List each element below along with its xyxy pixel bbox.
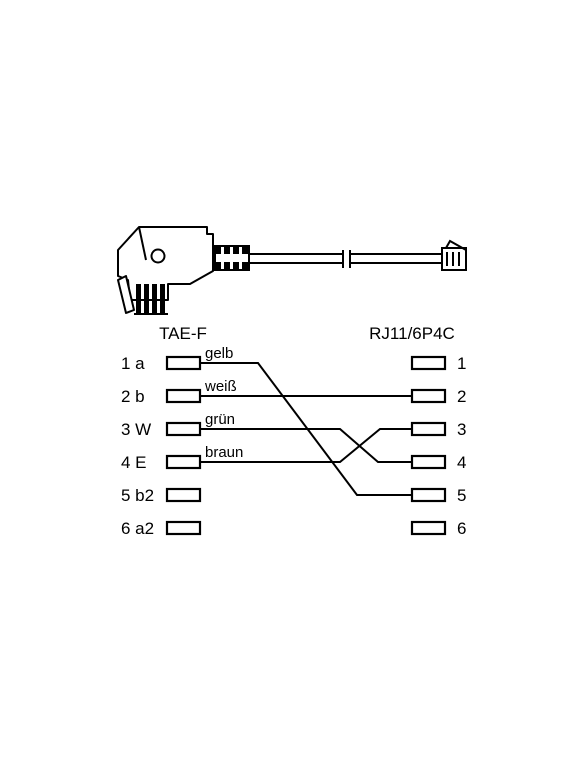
- rj11-pin-box: [410, 388, 447, 404]
- tae-pin-box: [165, 421, 202, 437]
- wires: [200, 362, 412, 496]
- wire-label-gelb: gelb: [205, 345, 233, 362]
- tae-f-title: TAE-F: [159, 324, 207, 343]
- wire-labels: gelb weiß grün braun: [204, 345, 243, 461]
- tae-pin-label: 5 b2: [121, 486, 154, 505]
- rj11-pin-boxes: [410, 355, 447, 536]
- tae-plug-icon: [117, 226, 250, 315]
- tae-pin-box: [165, 454, 202, 470]
- tae-pin-boxes: [165, 355, 202, 536]
- rj11-pin-label: 1: [457, 354, 466, 373]
- tae-pin-label: 6 a2: [121, 519, 154, 538]
- tae-pin-label: 2 b: [121, 387, 145, 406]
- rj11-pin-label: 5: [457, 486, 466, 505]
- rj11-pin-box: [410, 487, 447, 503]
- rj11-pin-label: 3: [457, 420, 466, 439]
- tae-pin-box: [165, 487, 202, 503]
- tae-pin-box: [165, 355, 202, 371]
- rj11-pin-box: [410, 520, 447, 536]
- tae-pin-labels: 1 a 2 b 3 W 4 E 5 b2 6 a2: [121, 354, 154, 538]
- tae-pin-box: [165, 520, 202, 536]
- tae-plug-contacts: [134, 284, 168, 315]
- wire-label-braun: braun: [205, 444, 243, 461]
- rj11-pin-label: 2: [457, 387, 466, 406]
- wire-label-gruen: grün: [205, 411, 235, 428]
- cable-illustration: [117, 226, 467, 315]
- cable: [249, 250, 442, 268]
- rj11-pin-box: [410, 454, 447, 470]
- tae-pin-box: [165, 388, 202, 404]
- rj11-pin-label: 6: [457, 519, 466, 538]
- tae-pin-label: 4 E: [121, 453, 147, 472]
- rj11-pin-box: [410, 421, 447, 437]
- rj11-plug-icon: [441, 239, 467, 271]
- rj11-pin-box: [410, 355, 447, 371]
- tae-pin-label: 1 a: [121, 354, 145, 373]
- wire-braun: [200, 428, 412, 463]
- rj11-pin-label: 4: [457, 453, 466, 472]
- rj11-title: RJ11/6P4C: [369, 324, 455, 343]
- tae-pin-label: 3 W: [121, 420, 151, 439]
- wire-label-weiss: weiß: [204, 378, 237, 395]
- rj11-pin-labels: 1 2 3 4 5 6: [457, 354, 466, 538]
